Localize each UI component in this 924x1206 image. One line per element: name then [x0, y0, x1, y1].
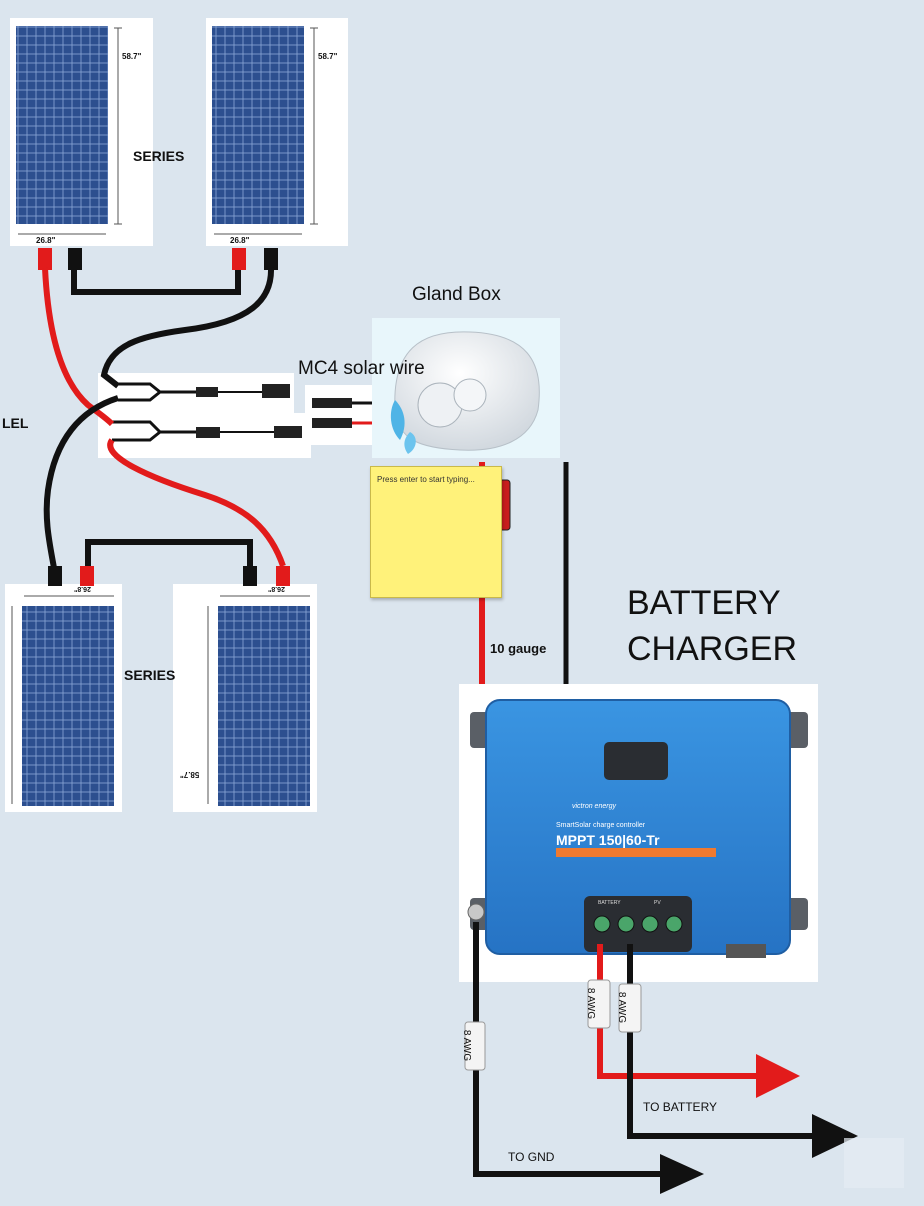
panel-width-dim-tl: 26.8" — [36, 236, 56, 245]
mc4-branch-connectors — [98, 373, 392, 458]
top-series-jumper — [71, 260, 241, 295]
series-label-bottom: SERIES — [124, 667, 176, 683]
ten-gauge-label: 10 gauge — [490, 641, 547, 656]
battery-negative-arrow — [812, 1114, 858, 1158]
bottom-negative-wire — [43, 395, 119, 569]
awg-label-battery-pos: 8 AWG — [585, 987, 597, 1020]
terminal-battery-label: BATTERY — [598, 900, 621, 906]
battery-positive-arrow — [756, 1054, 800, 1098]
battery-charger-line1: BATTERY — [627, 584, 781, 622]
to-gnd-label: TO GND — [508, 1150, 555, 1164]
controller-brand: victron energy — [572, 803, 616, 810]
panel-height-dim-br: 58.7" — [180, 770, 200, 779]
ground-arrow — [660, 1154, 704, 1194]
panel-width-dim-br: 26.8" — [268, 585, 285, 592]
panel-height-dim-tl: 58.7" — [122, 52, 142, 61]
controller-subtitle: SmartSolar charge controller — [556, 822, 646, 829]
parallel-label-fragment: LEL — [2, 415, 29, 431]
solar-panel-bottom-right — [173, 584, 317, 812]
gland-box — [372, 318, 560, 458]
controller-model: MPPT 150|60-Tr — [556, 832, 660, 848]
top-negative-wire — [100, 267, 275, 389]
bottom-positive-wire — [107, 438, 286, 567]
top-positive-wire — [42, 267, 115, 427]
bottom-series-jumper — [85, 539, 253, 568]
awg-label-battery-neg: 8 AWG — [616, 991, 628, 1024]
awg-label-gnd: 8 AWG — [461, 1029, 473, 1062]
battery-charger-line2: CHARGER — [627, 630, 798, 668]
sticky-note[interactable]: Press enter to start typing... — [370, 466, 502, 598]
panel-height-dim-tr: 58.7" — [318, 52, 338, 61]
mc4-wire-label: MC4 solar wire — [298, 358, 425, 379]
series-label-top: SERIES — [133, 148, 185, 164]
sticky-note-placeholder: Press enter to start typing... — [377, 475, 475, 484]
to-battery-label: TO BATTERY — [643, 1100, 718, 1114]
solar-panel-top-left — [10, 18, 153, 246]
bottom-panel-leads — [48, 566, 290, 586]
solar-panel-bottom-left — [5, 584, 122, 812]
panel-width-dim-tr: 26.8" — [230, 236, 250, 245]
charge-controller — [459, 684, 818, 982]
top-panel-leads — [38, 248, 278, 270]
terminal-pv-label: PV — [654, 900, 661, 906]
solar-panel-top-right — [206, 18, 348, 246]
panel-width-dim-bl: 26.8" — [74, 585, 91, 592]
ground-wire — [473, 922, 660, 1177]
gland-box-label: Gland Box — [412, 284, 501, 305]
